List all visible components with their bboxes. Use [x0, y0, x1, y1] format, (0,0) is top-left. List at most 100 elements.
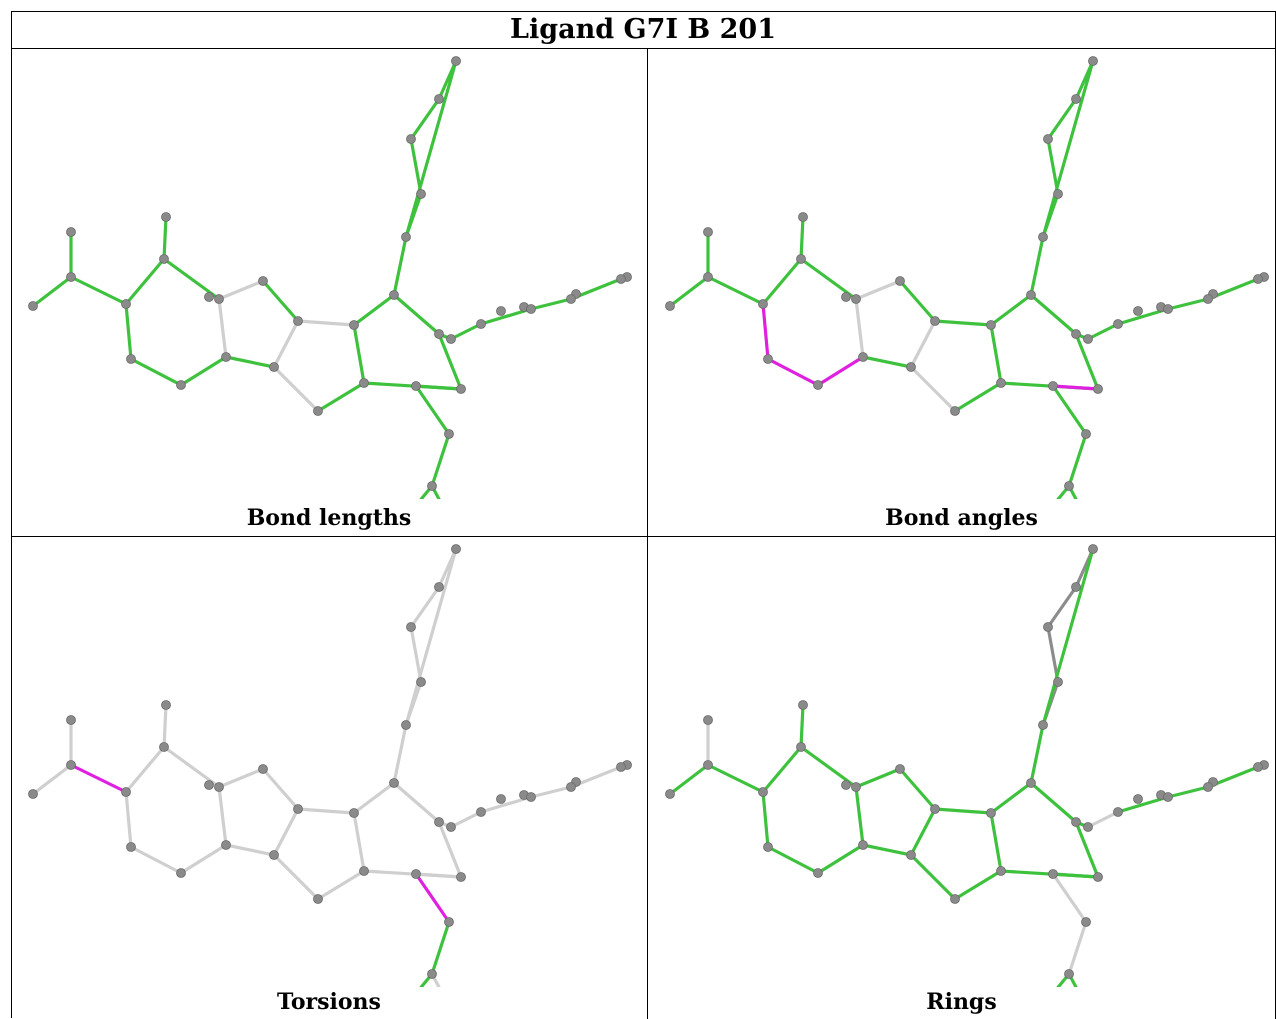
- atom-28: [159, 254, 169, 264]
- atom-0: [703, 715, 713, 725]
- atom-17: [444, 429, 454, 439]
- bond-4-5: [179, 843, 228, 875]
- atom-4: [813, 380, 823, 390]
- bond-9-10: [909, 365, 957, 413]
- atom-35: [476, 807, 486, 817]
- atom-22: [1071, 94, 1081, 104]
- bond-16-17: [1051, 384, 1088, 436]
- bond-17-18: [430, 920, 451, 976]
- atom-12: [349, 808, 359, 818]
- atom-34: [446, 822, 456, 832]
- bond-21-25: [404, 547, 458, 727]
- atom-16: [1048, 869, 1058, 879]
- bond-20-18: [430, 484, 441, 499]
- bond-21-25: [1041, 547, 1095, 727]
- panel-caption: Bond lengths: [246, 505, 412, 531]
- atom-36: [1163, 792, 1173, 802]
- bond-3-4: [766, 357, 820, 387]
- atom-17: [1081, 429, 1091, 439]
- panel-bond-angles: Bond angles: [648, 49, 1275, 537]
- atom-24: [416, 677, 426, 687]
- bond-23-22: [409, 585, 441, 629]
- atom-36: [526, 304, 536, 314]
- atom-6: [851, 294, 861, 304]
- bond-3-4: [129, 845, 183, 875]
- panel-torsions: Torsions: [11, 537, 648, 1019]
- panel-caption: Bond angles: [885, 505, 1038, 531]
- atom-37: [566, 782, 576, 792]
- atom-1: [703, 272, 713, 282]
- atom-15: [1093, 384, 1103, 394]
- atom-10: [950, 894, 960, 904]
- atom-4: [176, 868, 186, 878]
- molecule-diagram-bond-angles: [665, 56, 1269, 499]
- bond-13-25: [392, 235, 408, 297]
- bond-17-18: [430, 432, 451, 488]
- bond-12-13: [989, 781, 1033, 815]
- bond-23-22: [409, 97, 441, 141]
- bond-12-8: [296, 807, 356, 815]
- atom-36: [526, 792, 536, 802]
- atom-1: [703, 760, 713, 770]
- atom-15: [456, 384, 466, 394]
- atom-38: [1253, 274, 1263, 284]
- bond-6-7: [854, 279, 902, 301]
- atom-23: [1043, 134, 1053, 144]
- bond-11-12: [989, 323, 1003, 385]
- atom-12: [986, 808, 996, 818]
- bond-1-26: [31, 275, 73, 308]
- atom-4: [176, 380, 186, 390]
- atom-3: [126, 354, 136, 364]
- atom-37: [566, 294, 576, 304]
- bond-5-9: [861, 843, 913, 857]
- bond-34-35: [449, 322, 483, 341]
- bond-9-8: [909, 319, 937, 369]
- atom-37: [1203, 782, 1213, 792]
- bond-2-3: [761, 790, 770, 849]
- atom-7: [895, 764, 905, 774]
- atom-29: [841, 292, 851, 302]
- atom-21: [1088, 56, 1098, 66]
- bond-6-7: [217, 767, 265, 789]
- bond-16-17: [414, 872, 451, 924]
- figure-frame: [11, 11, 1275, 1018]
- bond-18-19: [419, 484, 434, 499]
- atom-12: [986, 320, 996, 330]
- bond-13-25: [1029, 723, 1045, 785]
- atom-18: [1064, 969, 1074, 979]
- bond-14-15: [1074, 820, 1100, 879]
- atom-28: [796, 254, 806, 264]
- bond-5-6: [217, 297, 228, 359]
- bond-12-13: [989, 293, 1033, 327]
- atom-23: [406, 622, 416, 632]
- bond-14-15: [437, 332, 463, 391]
- atom-26: [665, 789, 675, 799]
- bond-18-19: [1056, 972, 1071, 987]
- atom-25: [401, 232, 411, 242]
- bond-20-18: [430, 972, 441, 987]
- bond-13-14: [1029, 293, 1078, 336]
- atom-26: [665, 301, 675, 311]
- bond-21-25: [404, 59, 458, 239]
- atom-7: [258, 764, 268, 774]
- atom-9: [269, 362, 279, 372]
- atom-21: [451, 56, 461, 66]
- bond-1-2: [69, 275, 128, 306]
- atom-26: [28, 301, 38, 311]
- bond-10-11: [953, 381, 1003, 413]
- atom-16: [1048, 381, 1058, 391]
- panel-caption: Rings: [926, 989, 997, 1015]
- atom-5: [221, 840, 231, 850]
- bond-15-16: [1051, 384, 1100, 391]
- atom-3: [763, 842, 773, 852]
- bond-3-4: [129, 357, 183, 387]
- atom-26: [28, 789, 38, 799]
- atom-6: [851, 782, 861, 792]
- atom-29: [204, 292, 214, 302]
- bond-15-16: [1051, 872, 1100, 879]
- bond-12-13: [352, 781, 396, 815]
- atom-37: [1203, 294, 1213, 304]
- bond-17-18: [1067, 432, 1088, 488]
- bond-36-37: [529, 785, 573, 799]
- atom-24: [1053, 189, 1063, 199]
